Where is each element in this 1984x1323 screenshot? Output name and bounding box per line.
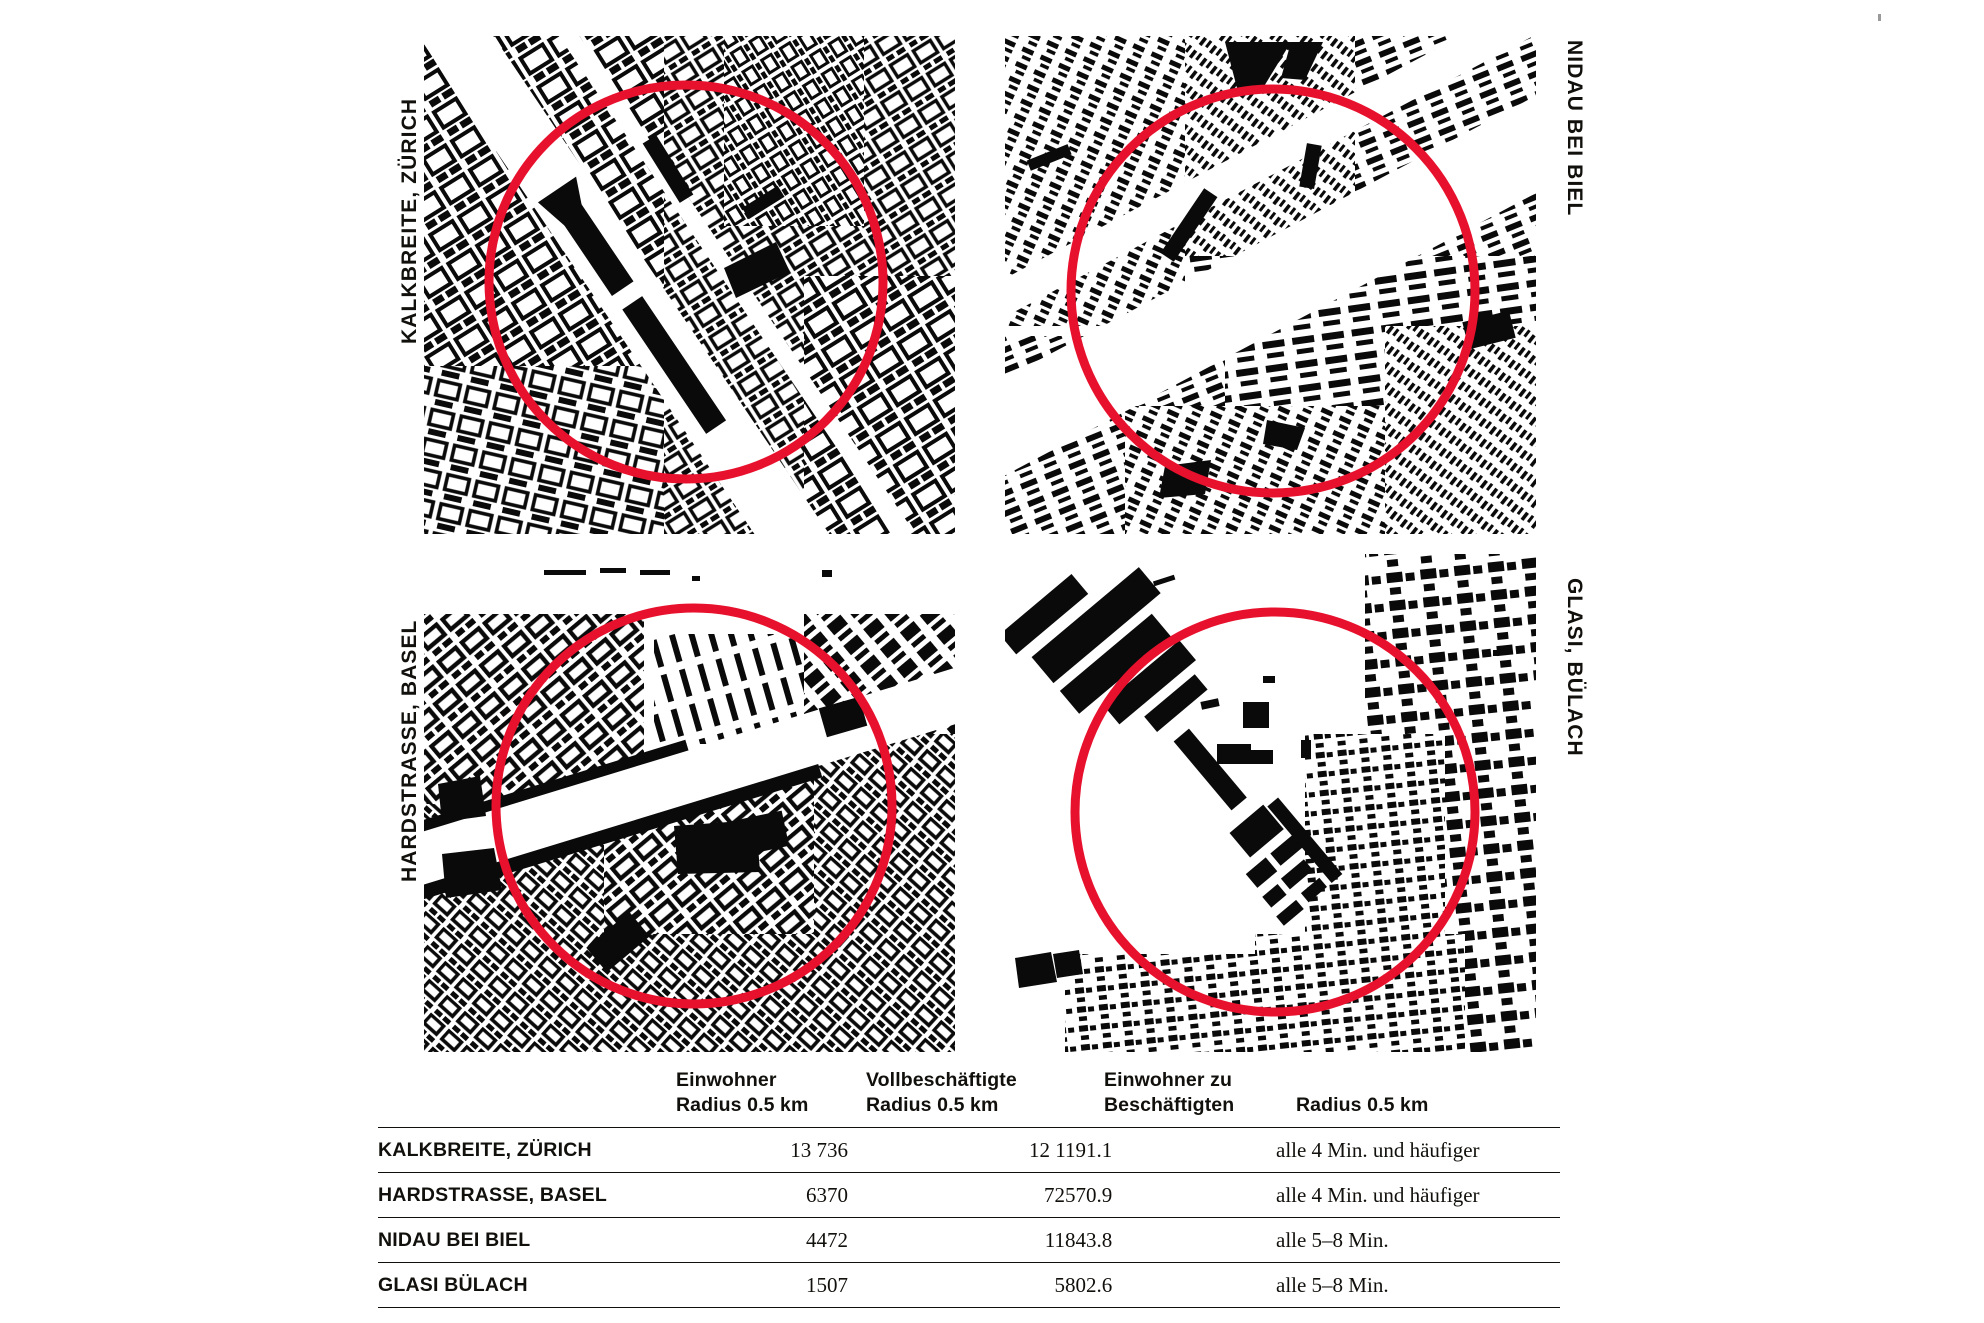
map-panel-hardstrasse[interactable] <box>424 554 955 1052</box>
map-grid <box>424 36 1536 1052</box>
table-header-row: Einwohner Radius 0.5 km Vollbeschäftigte… <box>378 1068 1560 1128</box>
radius-circle <box>484 80 888 484</box>
figure-ground-plan-kalkbreite <box>424 36 955 534</box>
comparison-table: Einwohner Radius 0.5 km Vollbeschäftigte… <box>378 1068 1560 1308</box>
radius-circle <box>491 603 897 1009</box>
figure-ground-plan-hardstrasse <box>424 554 955 1052</box>
column-header-vollbeschaeftigte-line2: Radius 0.5 km <box>866 1094 999 1116</box>
column-header-verhaeltnis-line1: Einwohner zu <box>1104 1069 1232 1091</box>
corner-speck <box>1878 14 1881 21</box>
cell-site-name: GLASI BÜLACH <box>378 1262 658 1308</box>
panel-label-kalkbreite: KALKBREITE, ZÜRICH <box>398 97 421 344</box>
column-header-verhaeltnis: Einwohner zu Beschäftigten <box>1086 1068 1276 1128</box>
column-header-takt-line1: Radius 0.5 km <box>1296 1094 1429 1116</box>
table-row: KALKBREITE, ZÜRICH 13 736 12 119 1.1 all… <box>378 1127 1560 1173</box>
column-header-einwohner: Einwohner Radius 0.5 km <box>658 1068 848 1128</box>
panel-label-hardstrasse: HARDSTRASSE, BASEL <box>398 619 421 883</box>
cell-verhaeltnis: 3.8 <box>1086 1217 1276 1263</box>
map-panel-kalkbreite[interactable] <box>424 36 955 534</box>
cell-vollbeschaeftigte: 1184 <box>848 1217 1086 1263</box>
column-header-verhaeltnis-line2: Beschäftigten <box>1104 1094 1235 1116</box>
map-panel-glasi[interactable] <box>1005 554 1536 1052</box>
map-panel-nidau[interactable] <box>1005 36 1536 534</box>
cell-verhaeltnis: 1.1 <box>1086 1127 1276 1173</box>
radius-circle <box>1066 84 1480 498</box>
figure-ground-plan-glasi <box>1005 554 1536 1052</box>
column-header-einwohner-line2: Radius 0.5 km <box>676 1094 809 1116</box>
cell-vollbeschaeftigte: 580 <box>848 1262 1086 1308</box>
cell-verhaeltnis: 2.6 <box>1086 1262 1276 1308</box>
cell-vollbeschaeftigte: 12 119 <box>848 1127 1086 1173</box>
panel-label-nidau: NIDAU BEI BIEL <box>1563 40 1586 217</box>
table-head: Einwohner Radius 0.5 km Vollbeschäftigte… <box>378 1068 1560 1128</box>
cell-verhaeltnis: 0.9 <box>1086 1172 1276 1218</box>
table-row: GLASI BÜLACH 1507 580 2.6 alle 5–8 Min. <box>378 1262 1560 1308</box>
column-header-einwohner-line1: Einwohner <box>676 1069 777 1091</box>
cell-takt: alle 4 Min. und häufiger <box>1276 1127 1560 1173</box>
cell-site-name: NIDAU BEI BIEL <box>378 1217 658 1263</box>
cell-einwohner: 1507 <box>658 1262 848 1308</box>
column-header-takt: Radius 0.5 km <box>1276 1068 1560 1128</box>
column-header-vollbeschaeftigte-line1: Vollbeschäftigte <box>866 1069 1017 1091</box>
table-row: HARDSTRASSE, BASEL 6370 7257 0.9 alle 4 … <box>378 1172 1560 1218</box>
column-header-vollbeschaeftigte: Vollbeschäftigte Radius 0.5 km <box>848 1068 1086 1128</box>
cell-einwohner: 4472 <box>658 1217 848 1263</box>
cell-vollbeschaeftigte: 7257 <box>848 1172 1086 1218</box>
cell-einwohner: 13 736 <box>658 1127 848 1173</box>
table-row: NIDAU BEI BIEL 4472 1184 3.8 alle 5–8 Mi… <box>378 1217 1560 1263</box>
cell-takt: alle 5–8 Min. <box>1276 1217 1560 1263</box>
cell-site-name: HARDSTRASSE, BASEL <box>378 1172 658 1218</box>
cell-takt: alle 4 Min. und häufiger <box>1276 1172 1560 1218</box>
column-header-site <box>378 1068 658 1128</box>
comparison-table-wrapper: Einwohner Radius 0.5 km Vollbeschäftigte… <box>378 1068 1560 1308</box>
cell-takt: alle 5–8 Min. <box>1276 1262 1560 1308</box>
table-body: KALKBREITE, ZÜRICH 13 736 12 119 1.1 all… <box>378 1127 1560 1308</box>
cell-site-name: KALKBREITE, ZÜRICH <box>378 1127 658 1173</box>
radius-circle <box>1070 607 1480 1017</box>
panel-label-glasi: GLASI, BÜLACH <box>1563 578 1586 757</box>
figure-ground-plan-nidau <box>1005 36 1536 534</box>
cell-einwohner: 6370 <box>658 1172 848 1218</box>
